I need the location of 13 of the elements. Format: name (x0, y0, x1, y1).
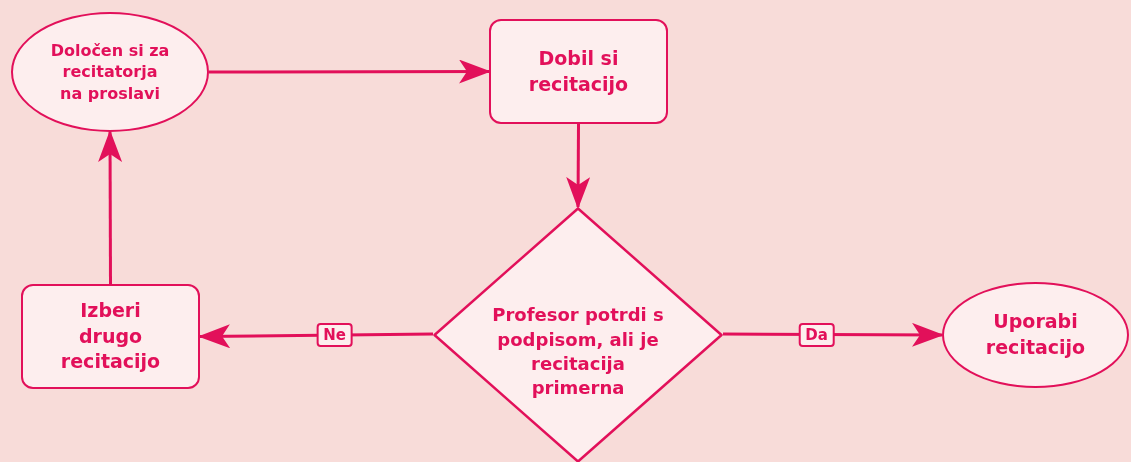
process-box (489, 19, 668, 124)
process-box (21, 284, 200, 389)
node-label: Uporabi recitacijo (984, 309, 1087, 360)
node-label: Dobil si recitacijo (527, 45, 630, 97)
arrow (209, 59, 491, 84)
arrow (98, 130, 123, 284)
arrow (566, 124, 591, 209)
node-label: Določen si za recitatorja na proslavi (50, 39, 170, 105)
edge-label: Ne (316, 323, 353, 348)
node-label: Profesor potrdi s podpisom, ali je recitacija primerna (491, 303, 665, 401)
decision-diamond (433, 207, 723, 461)
edge-label: Da (798, 322, 835, 347)
node-label: Izberi drugo recitacijo (59, 298, 162, 375)
